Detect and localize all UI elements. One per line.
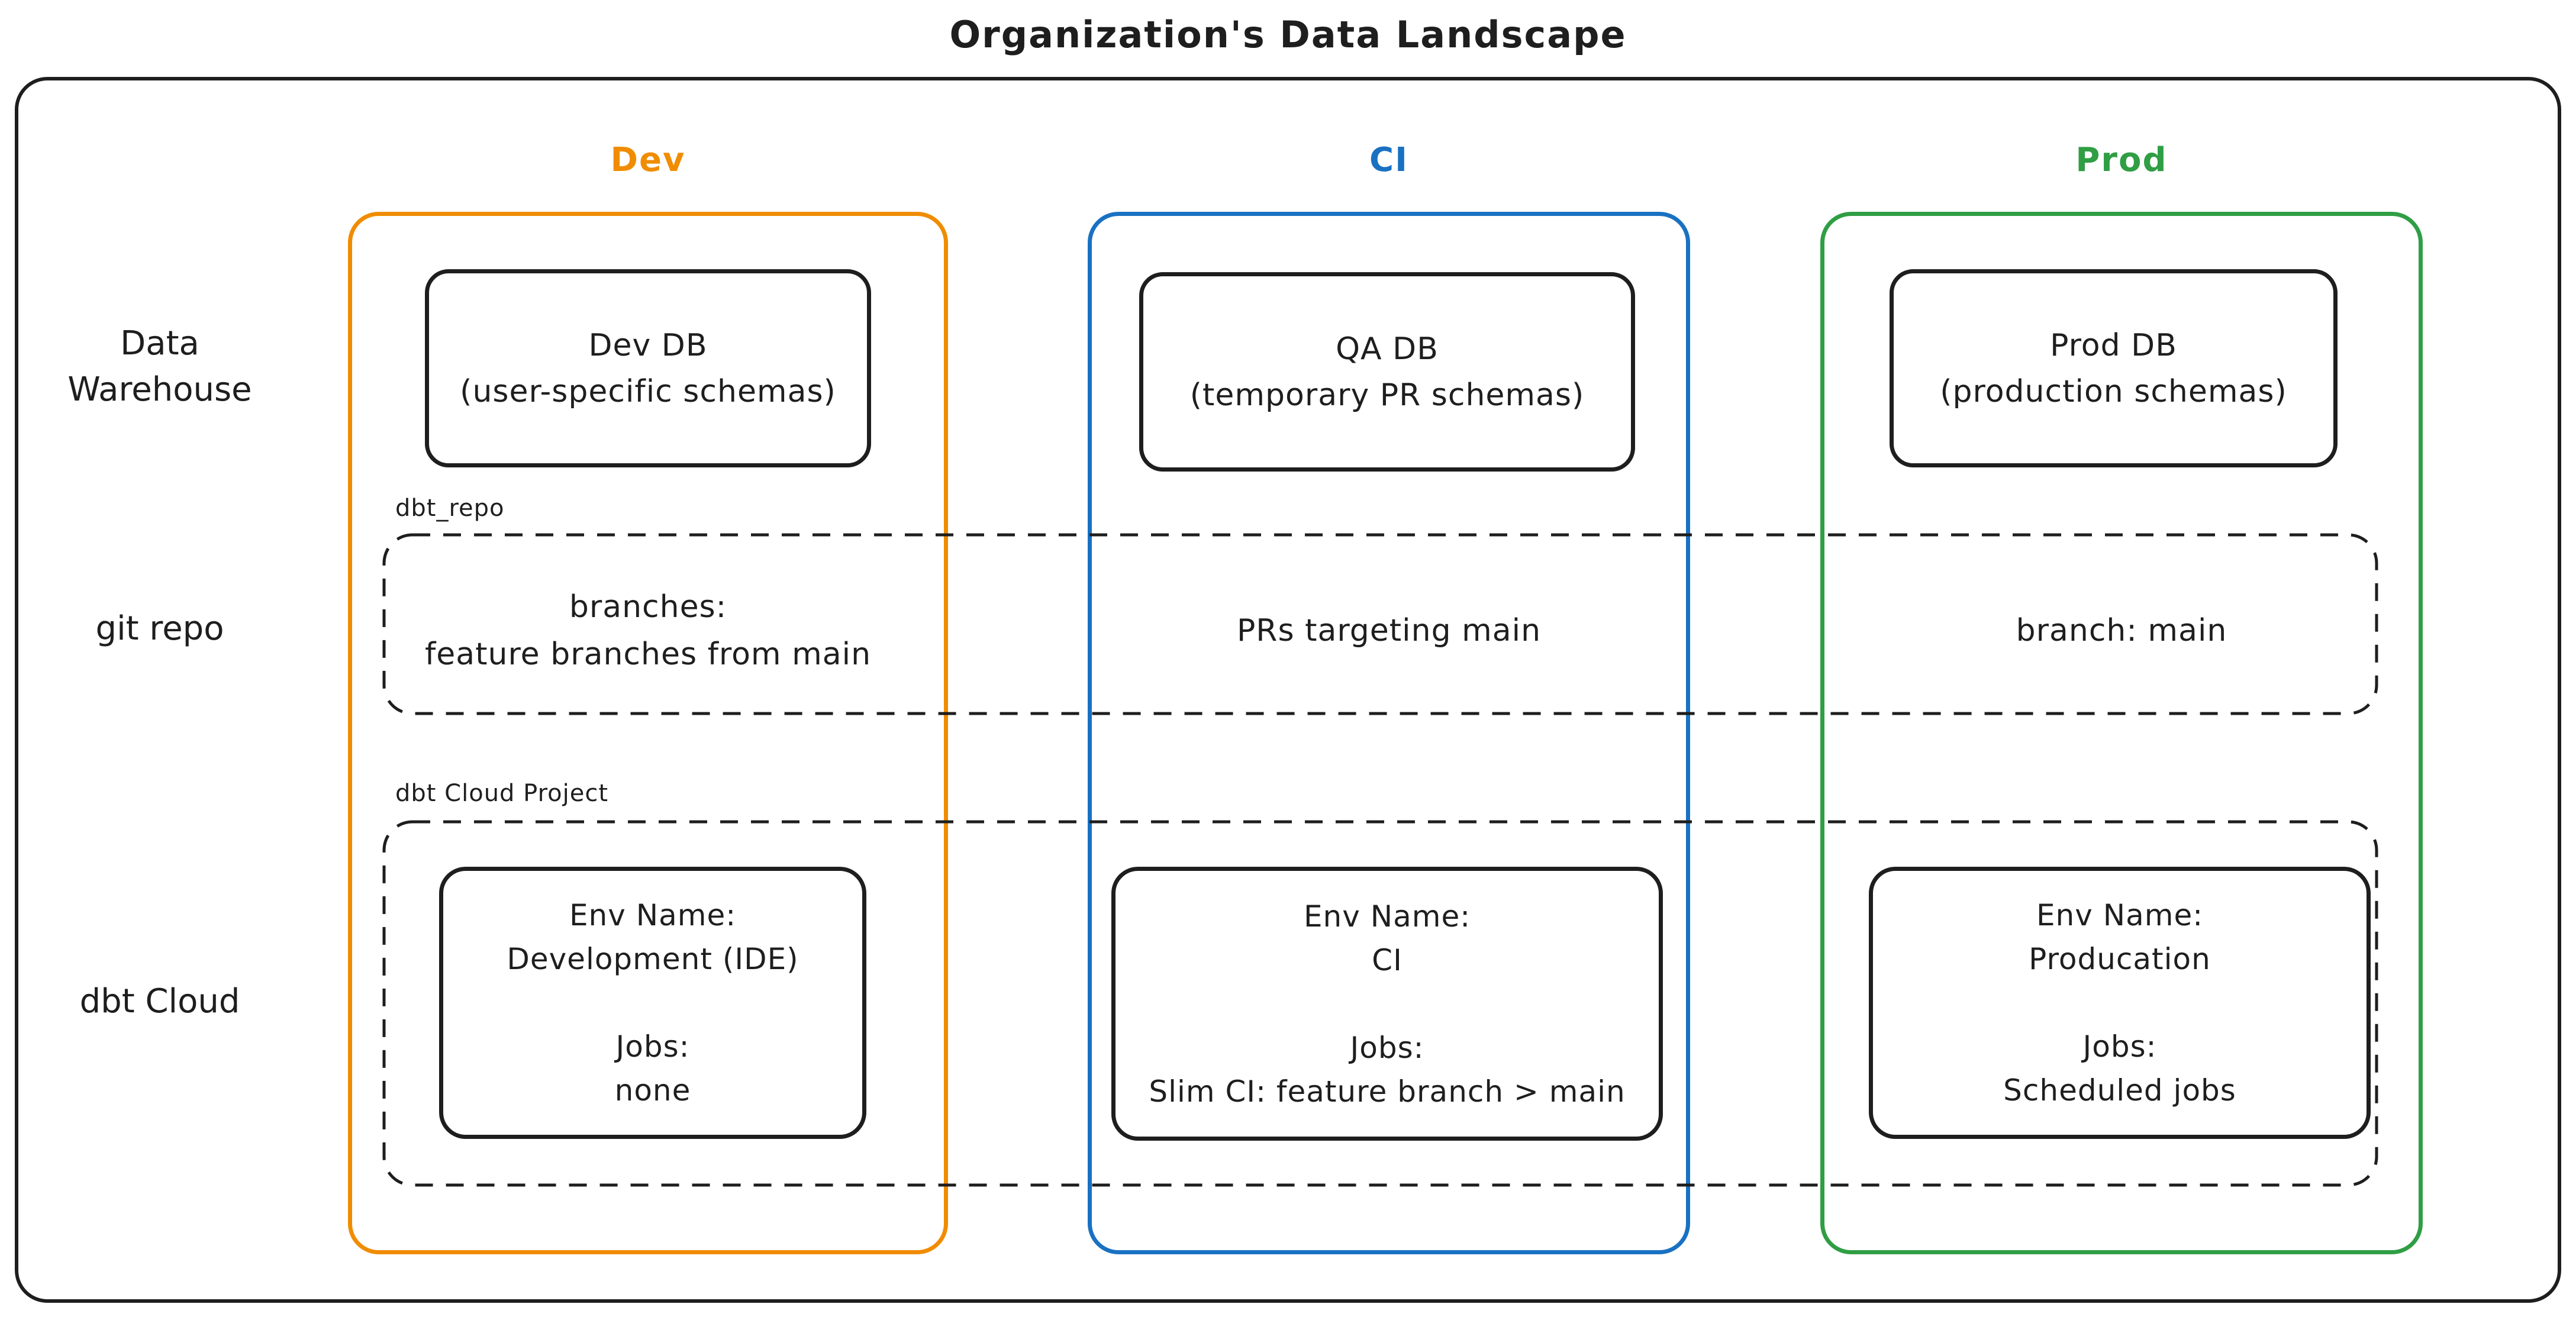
prod-env-name-label: Env Name: [2036,898,2204,932]
qa-db-subtitle: (temporary PR schemas) [1189,377,1585,413]
page-title: Organization's Data Landscape [949,13,1627,56]
ci-jobs-value: Slim CI: feature branch > main [1149,1074,1626,1109]
ci-env-box: Env Name: CI Jobs: Slim CI: feature bran… [1111,867,1663,1141]
ci-column [1088,212,1690,1254]
prod-env-name-value: Producation [2029,942,2211,976]
prod-jobs-label: Jobs: [2082,1029,2157,1064]
dev-env-box: Env Name: Development (IDE) Jobs: none [439,867,866,1139]
dev-jobs-label: Jobs: [615,1029,690,1064]
prod-db-subtitle: (production schemas) [1940,373,2287,409]
git-dev-text: branches: feature branches from main [348,583,948,678]
dev-jobs-value: none [614,1073,691,1108]
git-dev-text-line2: feature branches from main [424,637,872,672]
ci-column-header: CI [1369,141,1408,179]
dev-db-box: Dev DB (user-specific schemas) [425,269,871,467]
row-label-dbt-cloud: dbt Cloud [79,982,240,1021]
dev-db-title: Dev DB [588,327,708,363]
dbt-repo-label: dbt_repo [395,495,505,522]
dev-db-subtitle: (user-specific schemas) [460,373,836,409]
dev-env-name-label: Env Name: [569,898,737,932]
git-dev-text-line1: branches: [569,589,727,625]
row-label-data-warehouse-line1: Data [120,324,199,363]
ci-jobs-label: Jobs: [1350,1030,1424,1065]
dev-column-header: Dev [610,141,686,179]
prod-db-box: Prod DB (production schemas) [1890,269,2338,467]
qa-db-box: QA DB (temporary PR schemas) [1139,272,1635,472]
row-label-data-warehouse-line2: Warehouse [67,370,252,409]
prod-jobs-value: Scheduled jobs [2003,1073,2236,1108]
row-label-data-warehouse: Data Warehouse [24,321,296,413]
prod-env-box: Env Name: Producation Jobs: Scheduled jo… [1869,867,2371,1139]
row-label-git-repo: git repo [95,609,224,648]
ci-env-name-value: CI [1372,942,1403,977]
dev-column [348,212,948,1254]
qa-db-title: QA DB [1336,331,1439,367]
dbt-cloud-project-label: dbt Cloud Project [395,780,609,807]
prod-column-header: Prod [2075,141,2168,179]
outer-frame [15,77,2561,1303]
git-ci-text: PRs targeting main [1236,613,1542,648]
dev-env-name-value: Development (IDE) [507,942,799,976]
prod-db-title: Prod DB [2050,327,2177,363]
prod-column [1820,212,2423,1254]
ci-env-name-label: Env Name: [1303,899,1471,934]
git-prod-text: branch: main [2016,613,2227,648]
